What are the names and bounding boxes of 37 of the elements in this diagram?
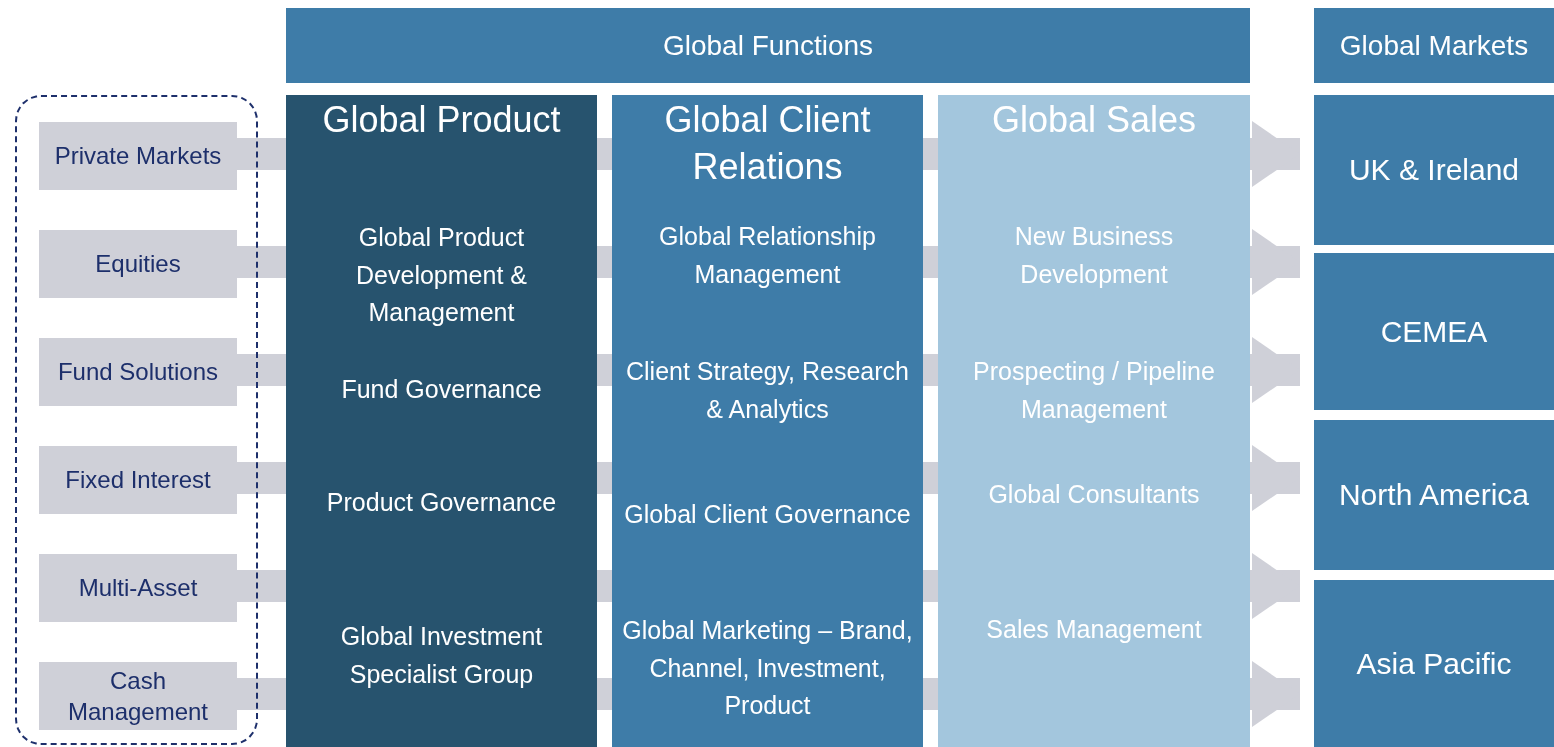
function-item: Global Investment Specialist Group bbox=[339, 620, 544, 690]
arrow bbox=[1250, 445, 1300, 511]
column-heading: Global Client Relations bbox=[663, 98, 872, 189]
arrow bbox=[1250, 661, 1300, 727]
asset-class-box: Multi-Asset bbox=[39, 554, 237, 622]
column-heading: Global Product bbox=[321, 98, 562, 142]
arrow bbox=[1250, 121, 1300, 187]
function-item: Fund Governance bbox=[340, 374, 543, 406]
header-band: Global Functions bbox=[286, 8, 1250, 83]
dashed-group-outline bbox=[15, 95, 258, 745]
market-box: CEMEA bbox=[1314, 253, 1554, 410]
arrow bbox=[1250, 337, 1300, 403]
function-item: New Business Development bbox=[1013, 220, 1175, 290]
function-item: Product Governance bbox=[325, 487, 558, 519]
asset-class-box: Equities bbox=[39, 230, 237, 298]
asset-class-box: Cash Management bbox=[39, 662, 237, 730]
function-item: Global Consultants bbox=[987, 479, 1201, 511]
function-column bbox=[612, 95, 923, 747]
function-item: Global Client Governance bbox=[623, 499, 912, 531]
asset-class-box: Private Markets bbox=[39, 122, 237, 190]
asset-class-box: Fixed Interest bbox=[39, 446, 237, 514]
arrow bbox=[1250, 553, 1300, 619]
function-item: Prospecting / Pipeline Management bbox=[972, 355, 1216, 425]
function-item: Client Strategy, Research & Analytics bbox=[625, 355, 910, 425]
function-item: Global Product Development & Management bbox=[355, 221, 528, 328]
function-column bbox=[938, 95, 1250, 747]
arrow bbox=[1250, 229, 1300, 295]
asset-class-box: Fund Solutions bbox=[39, 338, 237, 406]
function-item: Sales Management bbox=[985, 614, 1203, 646]
function-item: Global Relationship Management bbox=[658, 220, 877, 290]
market-box: UK & Ireland bbox=[1314, 95, 1554, 245]
market-box: Asia Pacific bbox=[1314, 580, 1554, 747]
column-heading: Global Sales bbox=[990, 98, 1198, 142]
header-band: Global Markets bbox=[1314, 8, 1554, 83]
market-box: North America bbox=[1314, 420, 1554, 570]
function-item: Global Marketing – Brand, Channel, Investment, Product bbox=[621, 614, 914, 721]
function-column bbox=[286, 95, 597, 747]
